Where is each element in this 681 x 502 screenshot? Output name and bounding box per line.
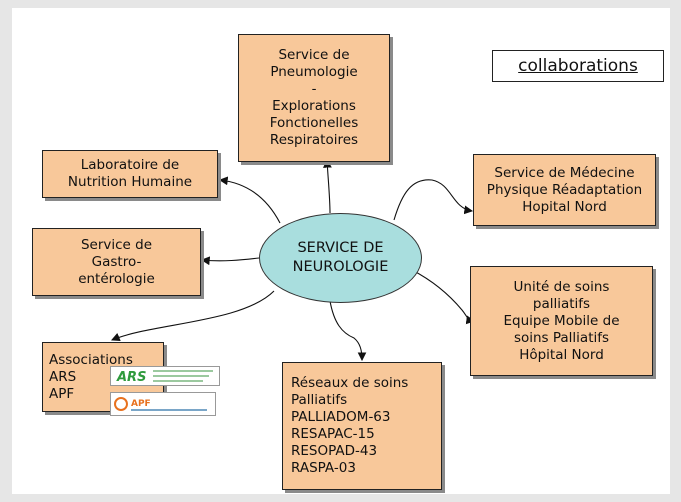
box-line: ARS	[49, 368, 77, 385]
box-nutrition: Laboratoire de Nutrition Humaine	[42, 150, 218, 198]
box-pneumologie: Service de Pneumologie - Explorations Fo…	[238, 34, 390, 162]
box-line: Réseaux de soins	[291, 375, 409, 391]
box-line: -	[311, 81, 317, 97]
box-line: PALLIADOM-63	[291, 409, 391, 425]
box-line: Nutrition Humaine	[67, 174, 193, 190]
arrow-to-medecine	[393, 179, 474, 221]
box-line: Service de	[278, 47, 350, 63]
box-line: Hôpital Nord	[519, 346, 604, 363]
box-reseaux-soins: Réseaux de soins Palliatifs PALLIADOM-63…	[282, 362, 442, 490]
arrow-to-palliatifs	[411, 269, 476, 325]
box-line: RASPA-03	[291, 460, 356, 476]
box-line: Service de	[80, 236, 153, 253]
box-line: Equipe Mobile de	[503, 312, 620, 329]
box-line: Respiratoires	[269, 132, 359, 148]
arrow-to-nutrition	[218, 176, 281, 224]
box-soins-palliatifs: Unité de soins palliatifs Equipe Mobile …	[470, 266, 653, 376]
box-line: Hopital Nord	[522, 198, 607, 215]
box-line: Service de Médecine	[494, 164, 635, 181]
box-line: Pneumologie	[270, 64, 358, 80]
svg-text:ARS: ARS	[116, 370, 146, 385]
page-title: collaborations	[492, 50, 664, 82]
box-line: soins Palliatifs	[513, 329, 610, 346]
box-line: Associations	[49, 351, 133, 368]
arrow-to-pneumo	[323, 158, 332, 214]
ars-logo-graphic: ARS	[116, 370, 213, 385]
box-line: Fonctionelles	[269, 115, 359, 131]
arrow-to-associations	[110, 290, 275, 342]
box-line: Explorations	[272, 98, 356, 114]
box-gastro: Service de Gastro- entérologie	[32, 228, 201, 296]
connector-lines	[110, 158, 476, 362]
ars-logo: ARS	[110, 366, 220, 386]
box-line: APF	[49, 385, 75, 402]
arrow-to-gastro	[200, 256, 260, 266]
box-line: Gastro-	[91, 253, 142, 270]
slide: collaborations Service de Pneumologie - …	[12, 8, 670, 494]
center-line: NEUROLOGIE	[292, 259, 389, 275]
box-line: Physique Réadaptation	[486, 181, 643, 198]
arrow-to-reseaux	[329, 300, 367, 362]
box-line: palliatifs	[532, 295, 591, 312]
box-line: Unité de soins	[513, 278, 610, 295]
box-medecine-physique: Service de Médecine Physique Réadaptatio…	[473, 154, 656, 226]
box-line: RESOPAD-43	[291, 443, 378, 459]
svg-text:APF: APF	[131, 399, 151, 409]
central-node-neurologie: SERVICE DE NEUROLOGIE	[259, 213, 422, 303]
apf-logo-graphic: APF	[114, 397, 207, 411]
box-line: RESAPAC-15	[291, 426, 375, 442]
apf-logo: APF	[110, 392, 216, 416]
box-line: Laboratoire de	[80, 157, 180, 173]
box-line: entérologie	[78, 270, 155, 287]
box-line: Palliatifs	[291, 392, 348, 408]
center-line: SERVICE DE	[297, 240, 384, 256]
